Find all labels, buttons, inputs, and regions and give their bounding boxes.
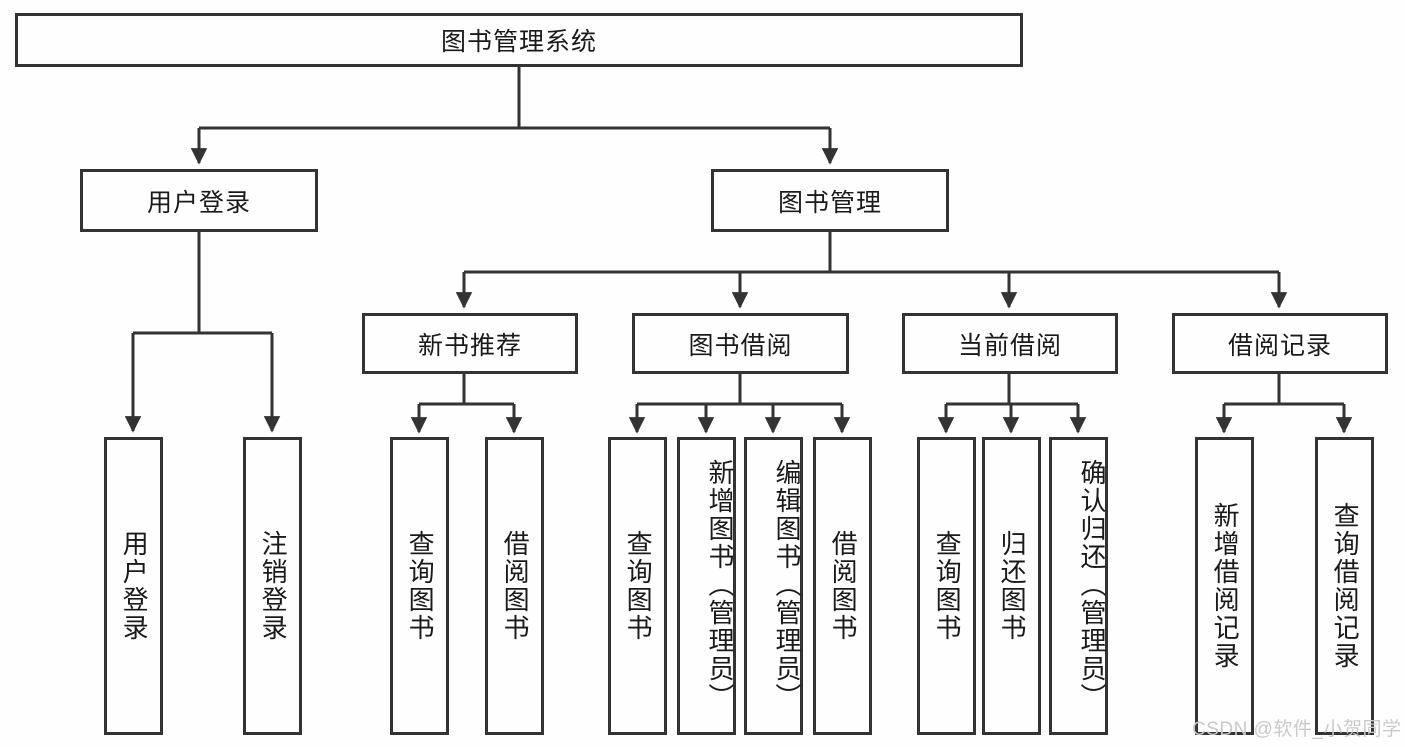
leaf-query-book-recommend[interactable]: 查询图书 — [390, 437, 449, 735]
leaf-query-book-borrow[interactable]: 查询图书 — [608, 437, 667, 735]
leaf-borrow-book[interactable]: 借阅图书 — [813, 437, 872, 735]
node-new-book-recommend[interactable]: 新书推荐 — [362, 313, 578, 374]
leaf-add-book-admin[interactable]: 新增图书（管理员） — [677, 437, 736, 735]
node-root[interactable]: 图书管理系统 — [15, 13, 1023, 67]
leaf-add-borrow-record[interactable]: 新增借阅记录 — [1195, 437, 1254, 735]
leaf-query-borrow-record[interactable]: 查询借阅记录 — [1315, 437, 1374, 735]
leaf-borrow-book-recommend[interactable]: 借阅图书 — [485, 437, 544, 735]
leaf-return-book[interactable]: 归还图书 — [982, 437, 1041, 735]
node-current-borrow[interactable]: 当前借阅 — [902, 313, 1118, 374]
node-user-login[interactable]: 用户登录 — [80, 169, 318, 232]
node-borrow-record[interactable]: 借阅记录 — [1172, 313, 1388, 374]
leaf-query-book-current[interactable]: 查询图书 — [917, 437, 976, 735]
leaf-edit-book-admin[interactable]: 编辑图书（管理员） — [744, 437, 803, 735]
watermark-text: CSDN @软件_小贺同学 — [1192, 719, 1402, 740]
node-book-manage[interactable]: 图书管理 — [711, 169, 949, 232]
leaf-logout[interactable]: 注销登录 — [243, 437, 302, 735]
leaf-confirm-return-admin[interactable]: 确认归还（管理员） — [1049, 437, 1108, 735]
leaf-user-login[interactable]: 用户登录 — [104, 437, 163, 735]
node-book-borrow[interactable]: 图书借阅 — [632, 313, 849, 374]
